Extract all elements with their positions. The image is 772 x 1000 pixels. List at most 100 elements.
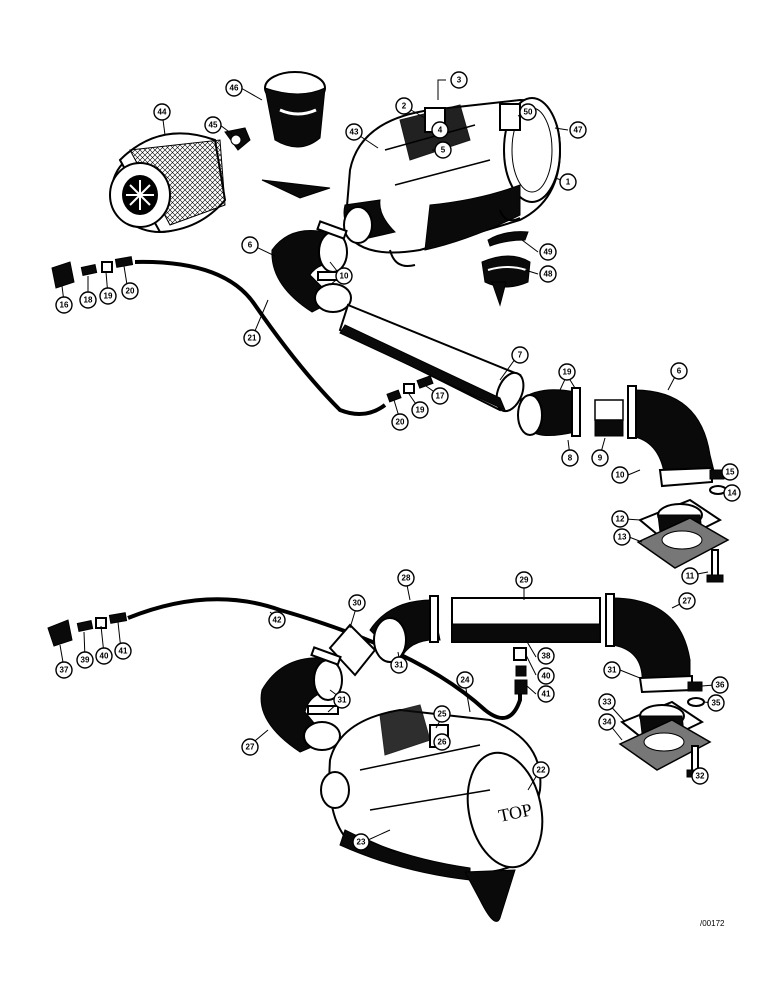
callout-number: 16 bbox=[60, 301, 69, 310]
elbow-hose-8 bbox=[517, 387, 581, 437]
callout-13: 13 bbox=[613, 528, 631, 546]
callout-27: 27 bbox=[241, 738, 259, 756]
callout-number: 41 bbox=[542, 690, 551, 699]
callout-number: 26 bbox=[438, 738, 447, 747]
callout-29: 29 bbox=[515, 571, 533, 589]
precleaner-band bbox=[264, 71, 326, 148]
callout-number: 13 bbox=[618, 533, 627, 542]
callout-number: 47 bbox=[574, 126, 583, 135]
adapter-flange-top bbox=[636, 498, 730, 569]
fittings-top-mid bbox=[386, 375, 434, 403]
callout-number: 4 bbox=[438, 126, 443, 135]
callout-43: 43 bbox=[345, 123, 363, 141]
callout-number: 10 bbox=[340, 272, 349, 281]
callout-number: 40 bbox=[100, 652, 109, 661]
intake-tube-top bbox=[338, 303, 525, 413]
callout-50: 50 bbox=[519, 103, 537, 121]
callout-2: 2 bbox=[395, 97, 413, 115]
adapter-flange-bottom bbox=[618, 700, 712, 771]
callout-number: 43 bbox=[350, 128, 359, 137]
callout-31: 31 bbox=[603, 661, 621, 679]
callout-28: 28 bbox=[397, 569, 415, 587]
callout-22: 22 bbox=[532, 761, 550, 779]
callout-number: 27 bbox=[246, 743, 255, 752]
callout-32: 32 bbox=[691, 767, 709, 785]
callout-4: 4 bbox=[431, 121, 449, 139]
callout-number: 6 bbox=[677, 367, 682, 376]
callout-number: 8 bbox=[568, 454, 573, 463]
callout-19: 19 bbox=[99, 287, 117, 305]
callout-number: 11 bbox=[686, 572, 695, 581]
callout-14: 14 bbox=[723, 484, 741, 502]
callout-number: 18 bbox=[84, 296, 93, 305]
callout-38: 38 bbox=[537, 647, 555, 665]
callout-number: 41 bbox=[119, 647, 128, 656]
callout-44: 44 bbox=[153, 103, 171, 121]
callout-number: 29 bbox=[520, 576, 529, 585]
callout-46: 46 bbox=[225, 79, 243, 97]
callout-number: 33 bbox=[603, 698, 612, 707]
callout-number: 6 bbox=[248, 241, 253, 250]
callout-number: 15 bbox=[726, 468, 735, 477]
callout-37: 37 bbox=[55, 661, 73, 679]
callout-number: 38 bbox=[542, 652, 551, 661]
callout-number: 21 bbox=[248, 334, 257, 343]
drawing-reference-code: /00172 bbox=[700, 919, 725, 928]
callout-number: 12 bbox=[616, 515, 625, 524]
dust-cup bbox=[481, 255, 531, 307]
callout-number: 49 bbox=[544, 248, 553, 257]
intake-tube-bottom bbox=[451, 597, 601, 643]
body-outlet-wedge bbox=[261, 179, 331, 199]
callout-number: 10 bbox=[616, 471, 625, 480]
callout-21: 21 bbox=[243, 329, 261, 347]
hose-sleeve-30 bbox=[328, 623, 377, 677]
elbow-hose-27-right bbox=[605, 593, 693, 694]
nut-washer-bottom bbox=[687, 681, 705, 707]
callout-6: 6 bbox=[241, 236, 259, 254]
callout-number: 28 bbox=[402, 574, 411, 583]
callout-19: 19 bbox=[411, 401, 429, 419]
callout-31: 31 bbox=[333, 691, 351, 709]
fittings-bottom-left bbox=[47, 612, 128, 647]
callout-47: 47 bbox=[569, 121, 587, 139]
callout-number: 14 bbox=[728, 489, 737, 498]
callout-number: 2 bbox=[402, 102, 407, 111]
bolt-11 bbox=[706, 549, 724, 583]
callout-8: 8 bbox=[561, 449, 579, 467]
callout-7: 7 bbox=[511, 346, 529, 364]
callout-number: 30 bbox=[353, 599, 362, 608]
callout-45: 45 bbox=[204, 116, 222, 134]
callout-number: 27 bbox=[683, 597, 692, 606]
callout-42: 42 bbox=[268, 611, 286, 629]
fittings-top-left bbox=[51, 256, 134, 289]
callout-36: 36 bbox=[711, 676, 729, 694]
elbow-hose-top-left bbox=[271, 220, 352, 313]
hose-sleeve-9 bbox=[594, 399, 624, 437]
callout-40: 40 bbox=[95, 647, 113, 665]
callout-number: 39 bbox=[81, 656, 90, 665]
callout-49: 49 bbox=[539, 243, 557, 261]
callout-number: 44 bbox=[158, 108, 167, 117]
callout-26: 26 bbox=[433, 733, 451, 751]
fuel-line-top bbox=[134, 259, 387, 416]
dust-cup-clamp bbox=[487, 231, 529, 247]
callout-number: 20 bbox=[396, 418, 405, 427]
callout-number: 19 bbox=[563, 368, 572, 377]
filter-element bbox=[109, 132, 227, 234]
callout-25: 25 bbox=[433, 705, 451, 723]
callout-number: 48 bbox=[544, 270, 553, 279]
callout-3: 3 bbox=[450, 71, 468, 89]
callout-41: 41 bbox=[537, 685, 555, 703]
callout-number: 32 bbox=[696, 772, 705, 781]
callout-10: 10 bbox=[611, 466, 629, 484]
callout-15: 15 bbox=[721, 463, 739, 481]
callout-35: 35 bbox=[707, 694, 725, 712]
callout-number: 19 bbox=[416, 406, 425, 415]
callout-number: 25 bbox=[438, 710, 447, 719]
callout-19: 19 bbox=[558, 363, 576, 381]
elbow-hose-28 bbox=[369, 595, 441, 663]
elbow-hose-27-left bbox=[260, 646, 343, 753]
callout-31: 31 bbox=[390, 656, 408, 674]
callout-number: 35 bbox=[712, 699, 721, 708]
